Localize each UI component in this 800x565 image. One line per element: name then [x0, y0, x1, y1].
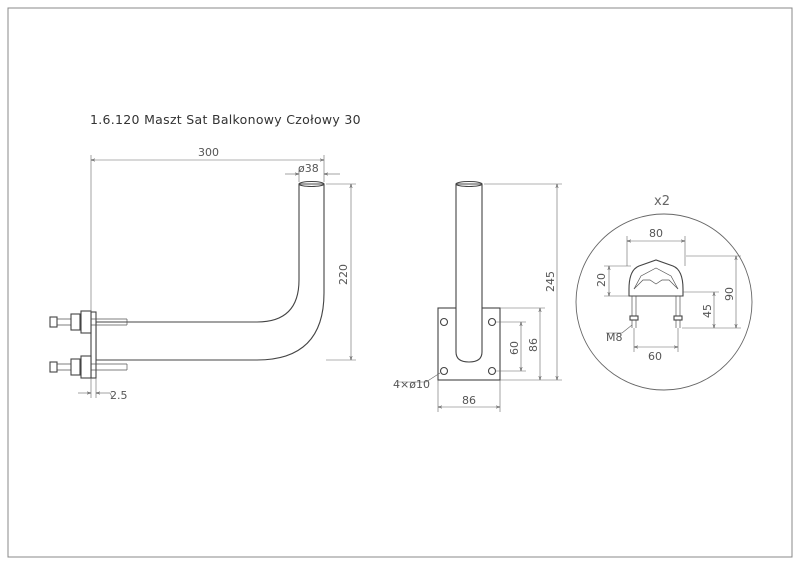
drawing-title: 1.6.120 Maszt Sat Balkonowy Czołowy 30 — [90, 112, 361, 127]
clamp-leg-height-label: 45 — [701, 304, 714, 318]
detail-circle — [575, 213, 753, 391]
mount-hole — [487, 366, 497, 376]
dim-total-height-label: 245 — [544, 271, 557, 292]
dim-thickness-label: 2.5 — [110, 389, 128, 402]
v-clamp-inner — [633, 279, 679, 290]
dim-plate-height-label: 86 — [527, 338, 540, 352]
front-view-pipe — [455, 183, 483, 363]
quantity-label: x2 — [654, 194, 670, 209]
dim-height-label: 220 — [337, 264, 350, 285]
v-clamp — [628, 259, 684, 297]
side-view: 300 ø38 220 2.5 — [49, 146, 356, 402]
upper-bolt — [49, 310, 128, 334]
side-view-plate — [90, 311, 97, 379]
front-view: 245 60 86 86 4×ø10 — [393, 180, 562, 412]
clamp-detail: x2 80 20 90 45 M8 — [575, 194, 753, 391]
clamp-width-label: 80 — [649, 227, 663, 240]
bolt-spacing-label: 60 — [648, 350, 662, 363]
clamp-height-label: 90 — [723, 287, 736, 301]
clamp-v-depth-label: 20 — [595, 273, 608, 287]
pipe-cap — [298, 180, 325, 188]
dim-holes-label: 4×ø10 — [393, 378, 430, 391]
lower-bolt — [49, 355, 128, 379]
dim-hole-spacing-label: 60 — [508, 341, 521, 355]
mount-hole — [487, 317, 497, 327]
dim-length-label: 300 — [198, 146, 219, 159]
dim-diameter-label: ø38 — [298, 162, 319, 175]
thread-label: M8 — [606, 331, 623, 344]
mount-hole — [439, 317, 449, 327]
dim-plate-width-label: 86 — [462, 394, 476, 407]
side-view-pipe — [95, 183, 325, 361]
mount-hole — [439, 366, 449, 376]
drawing-frame — [7, 7, 793, 558]
